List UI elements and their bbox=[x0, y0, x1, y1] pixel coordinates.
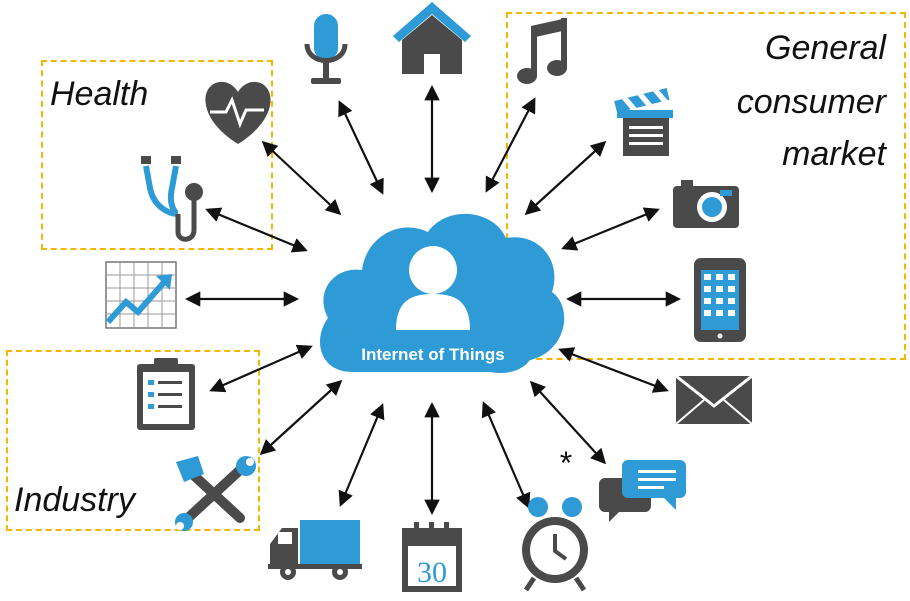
tools-icon bbox=[175, 456, 256, 531]
iot-cloud: Internet of Things bbox=[320, 213, 565, 373]
user-head bbox=[409, 246, 457, 294]
camera-icon bbox=[673, 180, 739, 228]
music-note-icon bbox=[517, 18, 567, 84]
arrow-clapperboard bbox=[524, 140, 607, 216]
industry-group-box bbox=[6, 350, 260, 531]
arrow-envelope bbox=[558, 347, 669, 393]
cloud-shape bbox=[320, 213, 565, 373]
chat-bubbles-icon bbox=[599, 460, 686, 522]
microphone-icon bbox=[304, 14, 348, 84]
user-body bbox=[396, 294, 470, 330]
smartphone-icon bbox=[694, 258, 746, 342]
truck-icon bbox=[268, 520, 362, 580]
consumer-label-line3: market bbox=[782, 135, 886, 173]
consumer-label-line1: General bbox=[765, 29, 886, 67]
stethoscope-icon bbox=[141, 156, 203, 242]
calendar-icon bbox=[402, 522, 462, 592]
consumer-label-line2: consumer bbox=[736, 83, 886, 121]
arrow-stethoscope bbox=[205, 207, 308, 253]
arrow-truck bbox=[338, 403, 385, 507]
arrow-microphone bbox=[338, 100, 384, 195]
alarm-clock-icon bbox=[522, 497, 588, 592]
arrow-chat bbox=[529, 380, 607, 465]
envelope-icon bbox=[675, 374, 753, 425]
arrow-tools bbox=[259, 379, 343, 456]
arrow-music bbox=[485, 97, 536, 193]
arrow-alarm bbox=[481, 401, 531, 509]
industry-label: Industry bbox=[14, 481, 135, 519]
arrow-clipboard bbox=[209, 344, 313, 393]
clapperboard-icon bbox=[614, 88, 673, 156]
asterisk-marker: * bbox=[560, 445, 572, 481]
clipboard-icon bbox=[137, 358, 195, 430]
arrow-camera bbox=[561, 207, 660, 251]
heart-rate-icon bbox=[205, 81, 271, 144]
connection-arrows bbox=[184, 84, 682, 516]
home-icon bbox=[393, 2, 471, 74]
growth-chart-icon bbox=[105, 261, 177, 329]
cloud-label: Internet of Things bbox=[361, 345, 505, 364]
arrow-heart bbox=[261, 140, 342, 216]
calendar-day: 30 bbox=[417, 556, 447, 589]
health-label: Health bbox=[50, 75, 149, 113]
